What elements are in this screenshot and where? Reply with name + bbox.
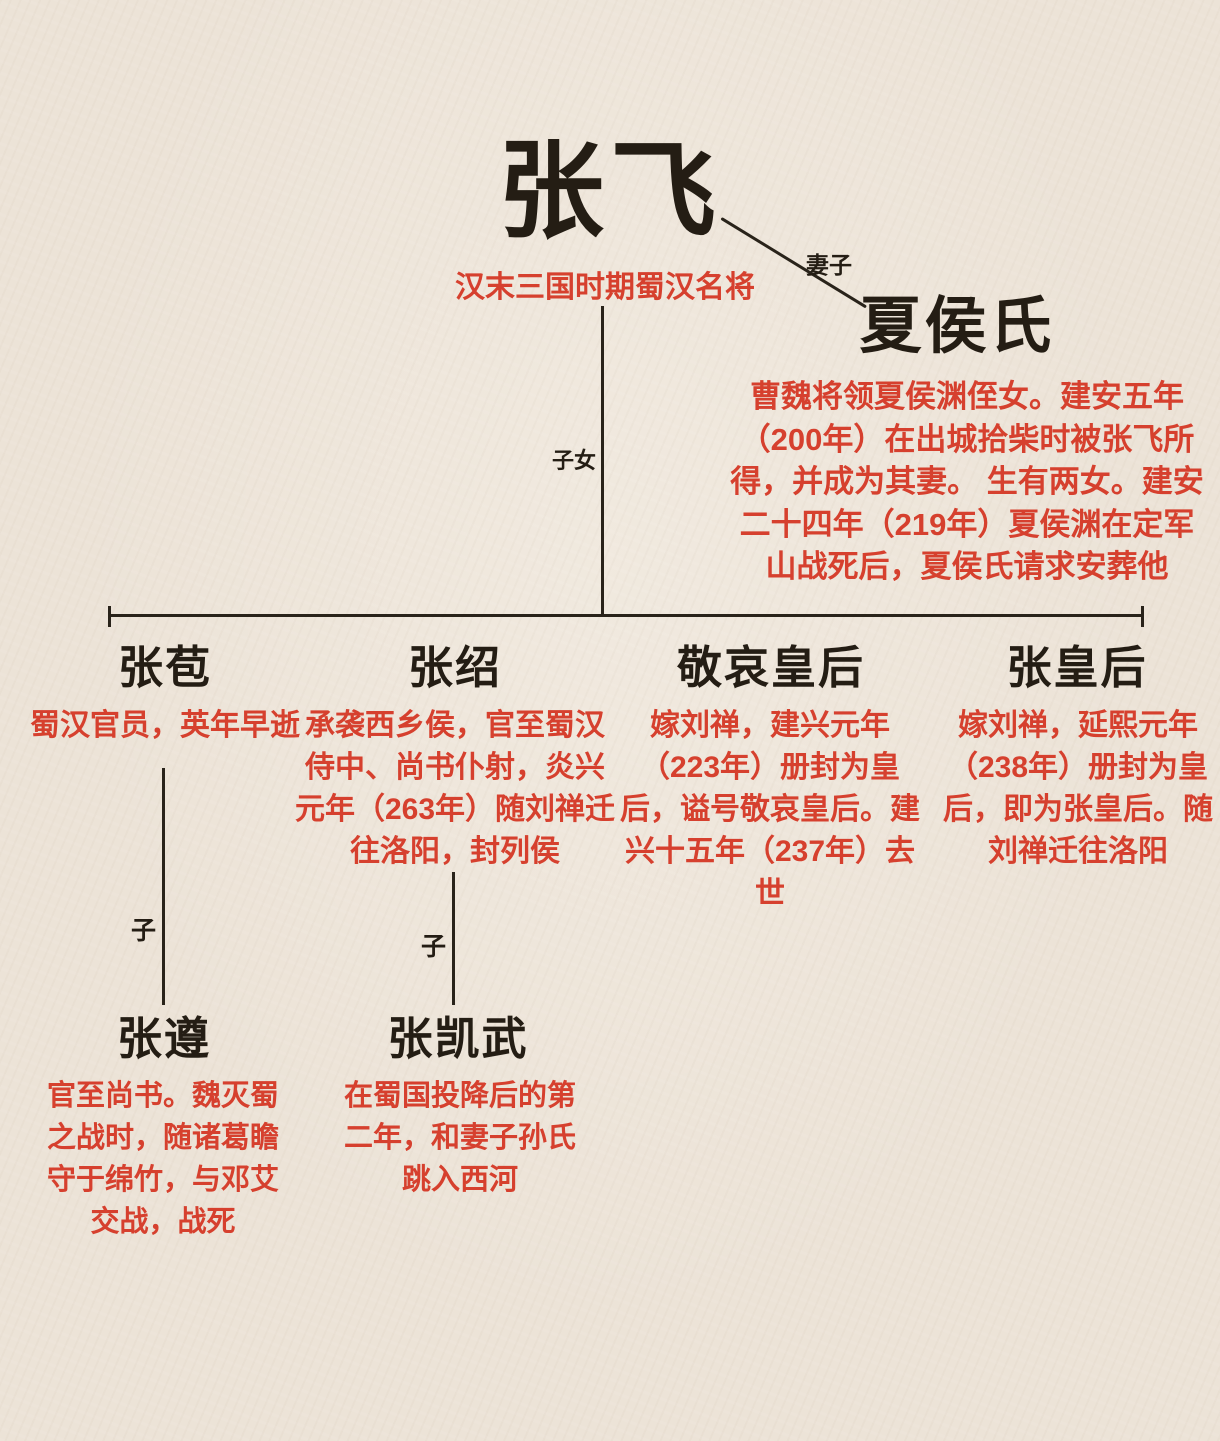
grandchild-name: 张凯武 (387, 1013, 529, 1064)
child-description: 嫁刘禅，建兴元年（223年）册封为皇后，谥号敬哀皇后。建兴十五年（237年）去世 (620, 709, 920, 910)
children-edge-label: 子女 (551, 448, 596, 473)
zhangshao-son-line (452, 872, 455, 1005)
children-bar-right-tick (1141, 606, 1144, 627)
spouse-description: 曹魏将领夏侯渊侄女。建安五年（200年）在出城拾柴时被张飞所得，并成为其妻。 生… (730, 379, 1204, 584)
child-name: 张绍 (407, 642, 503, 693)
zhangbao-son-line (162, 768, 165, 1005)
grandchild-description: 官至尚书。魏灭蜀之战时，随诸葛瞻守于绵竹，与邓艾交战，战死 (46, 1080, 279, 1238)
root-children-trunk-line (601, 306, 604, 616)
root-name: 张飞 (498, 133, 722, 251)
grandchild-name: 张遵 (116, 1013, 212, 1064)
grandchild-description: 在蜀国投降后的第二年，和妻子孙氏跳入西河 (344, 1080, 577, 1196)
children-bar-left-tick (108, 606, 111, 627)
son-edge-label: 子 (130, 917, 156, 945)
spouse-name: 夏侯氏 (859, 292, 1055, 361)
son-edge-label: 子 (420, 933, 446, 961)
children-bar-line (109, 614, 1144, 617)
child-description: 嫁刘禅，延熙元年（238年）册封为皇后，即为张皇后。随刘禅迁往洛阳 (943, 709, 1213, 868)
child-name: 敬哀皇后 (676, 642, 866, 693)
child-description: 承袭西乡侯，官至蜀汉侍中、尚书仆射，炎兴元年（263年）随刘禅迁往洛阳，封列侯 (294, 709, 616, 868)
child-name: 张皇后 (1006, 642, 1148, 693)
spouse-edge-label: 妻子 (806, 252, 852, 278)
child-name: 张苞 (117, 642, 213, 693)
child-description: 蜀汉官员，英年早逝 (30, 709, 300, 742)
root-subtitle: 汉末三国时期蜀汉名将 (455, 271, 755, 304)
